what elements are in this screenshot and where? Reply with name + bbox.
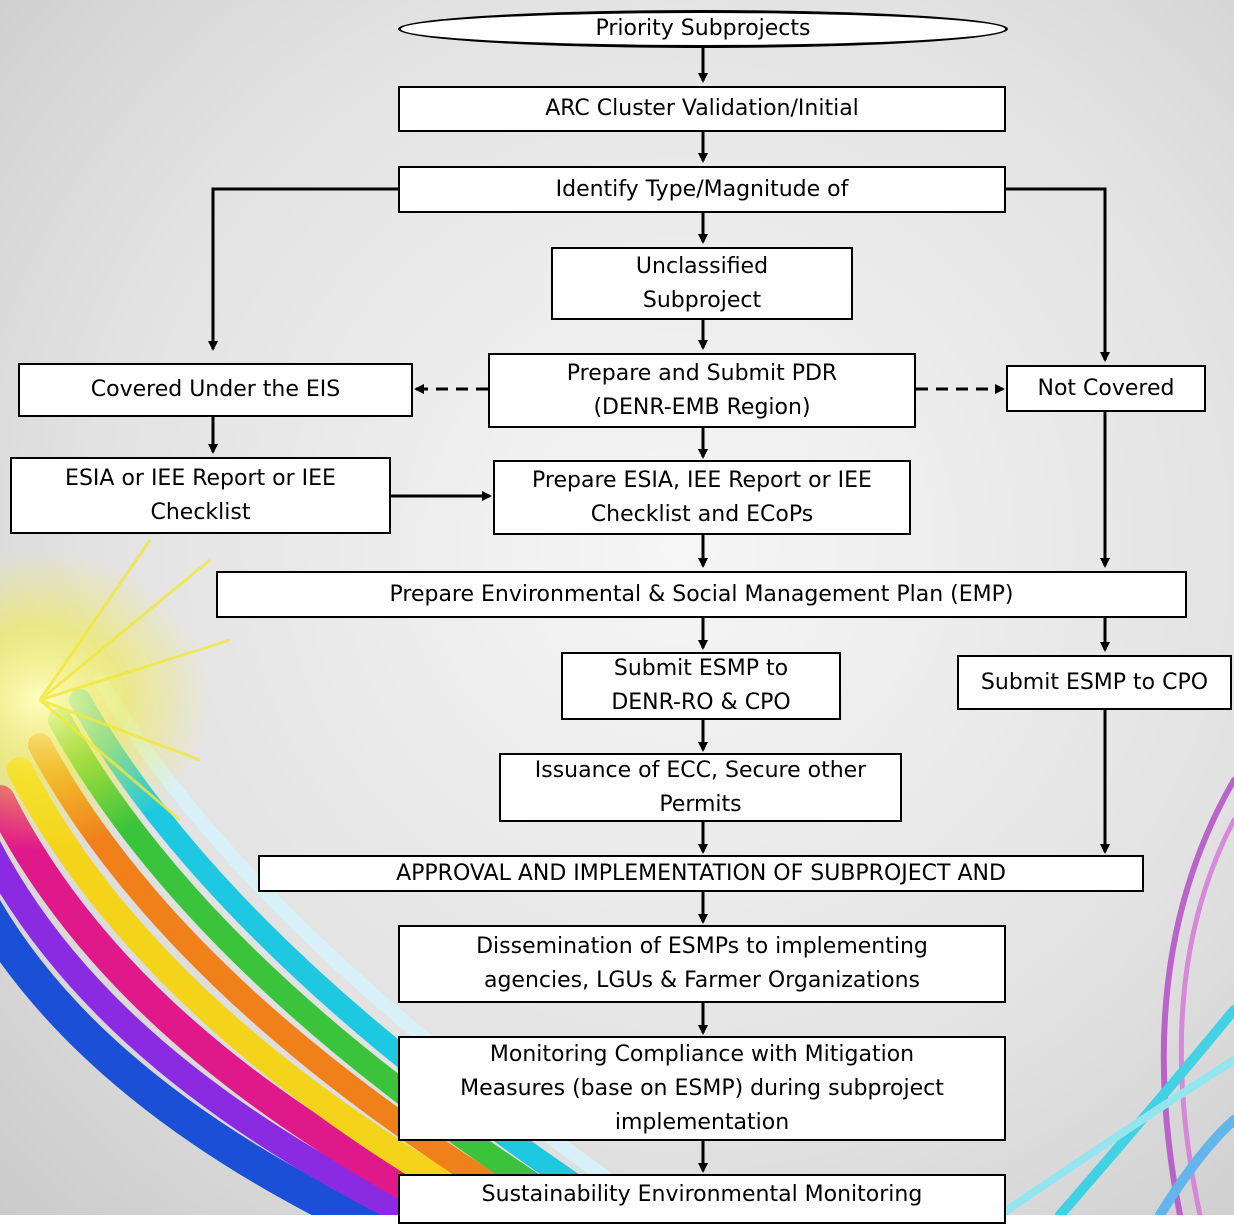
unclassified-subproject-node: Unclassified Subproject [551,247,853,320]
not-covered-label: Not Covered [1037,375,1175,401]
issuance-ecc-label: Issuance of ECC, Secure other Permits [534,757,867,817]
monitoring-compliance-label: Monitoring Compliance with Mitigation Me… [460,1041,944,1135]
esia-iee-report-checklist-label: ESIA or IEE Report or IEE Checklist [65,465,336,525]
submit-esmp-cpo-node: Submit ESMP to CPO [957,655,1232,710]
priority-subprojects-node: Priority Subprojects [398,10,1008,48]
approval-implementation-label: APPROVAL AND IMPLEMENTATION OF SUBPROJEC… [396,860,1006,886]
prepare-esia-iee-ecops-label: Prepare ESIA, IEE Report or IEE Checklis… [532,467,872,527]
submit-esmp-cpo-label: Submit ESMP to CPO [980,669,1209,695]
covered-under-eis-label: Covered Under the EIS [90,377,341,402]
sustainability-monitoring-node: Sustainability Environmental Monitoring [398,1174,1006,1224]
arrow-identify-to-not-covered [1006,187,1110,362]
prepare-esia-iee-ecops-node: Prepare ESIA, IEE Report or IEE Checklis… [493,460,911,535]
prepare-esmp-label: Prepare Environmental & Social Managemen… [389,581,1014,607]
arc-cluster-validation-label: ARC Cluster Validation/Initial [545,96,859,121]
arc-cluster-validation-node: ARC Cluster Validation/Initial [398,86,1006,132]
prepare-submit-pdr-node: Prepare and Submit PDR (DENR-EMB Region) [488,353,916,428]
prepare-esmp-node: Prepare Environmental & Social Managemen… [216,571,1187,618]
approval-implementation-node: APPROVAL AND IMPLEMENTATION OF SUBPROJEC… [258,855,1144,892]
monitoring-compliance-node: Monitoring Compliance with Mitigation Me… [398,1036,1006,1141]
covered-under-eis-node: Covered Under the EIS [18,363,413,417]
arrow-identify-to-covered [208,187,398,351]
esia-iee-report-checklist-node: ESIA or IEE Report or IEE Checklist [10,457,391,534]
identify-type-magnitude-label: Identify Type/Magnitude of [555,176,849,202]
identify-type-magnitude-node: Identify Type/Magnitude of [398,166,1006,213]
submit-esmp-denr-cpo-node: Submit ESMP to DENR-RO & CPO [561,652,841,720]
unclassified-subproject-label: Unclassified Subproject [635,253,769,313]
issuance-ecc-node: Issuance of ECC, Secure other Permits [499,753,902,822]
dissemination-esmps-label: Dissemination of ESMPs to implementing a… [476,934,928,993]
dissemination-esmps-node: Dissemination of ESMPs to implementing a… [398,925,1006,1003]
prepare-submit-pdr-label: Prepare and Submit PDR (DENR-EMB Region) [566,360,838,420]
priority-subprojects-label: Priority Subprojects [595,16,811,41]
sustainability-monitoring-label: Sustainability Environmental Monitoring [481,1182,923,1207]
submit-esmp-denr-cpo-label: Submit ESMP to DENR-RO & CPO [611,656,791,715]
not-covered-node: Not Covered [1006,365,1206,412]
